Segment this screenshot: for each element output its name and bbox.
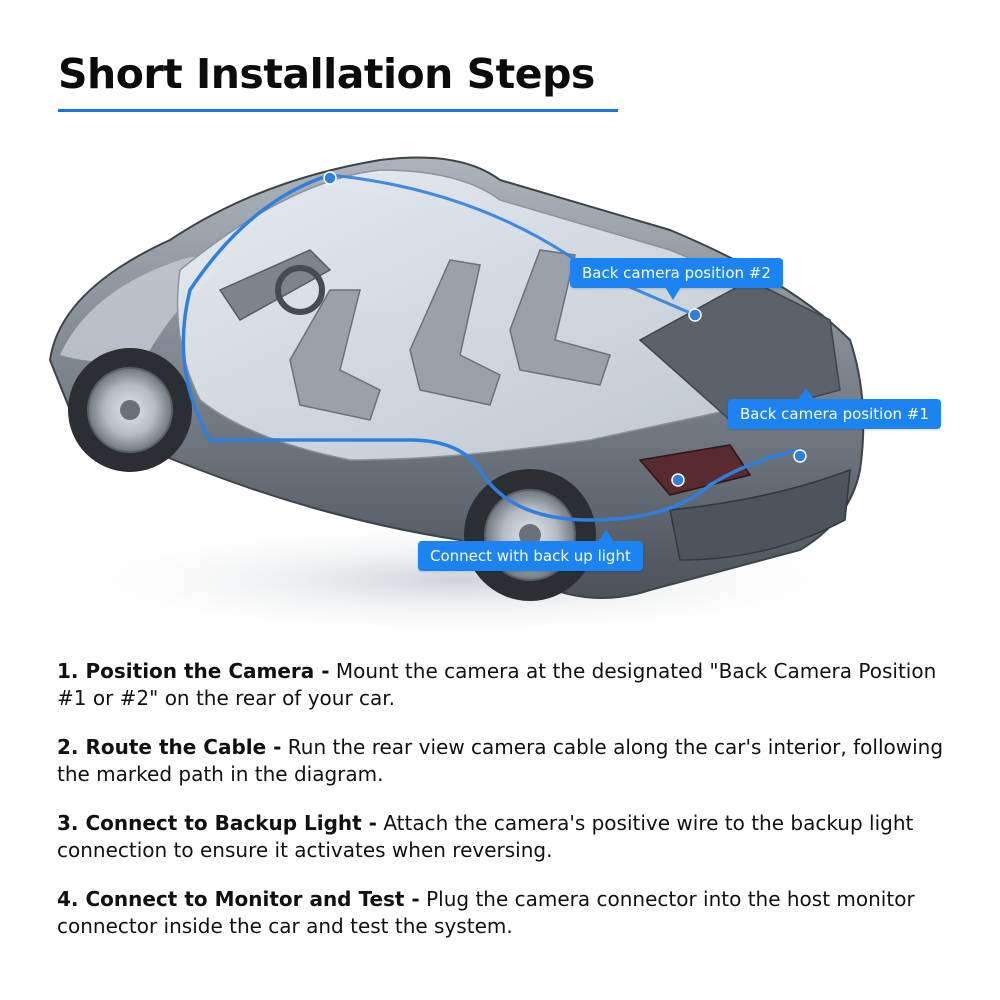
step-1: 1. Position the Camera - Mount the camer…	[57, 658, 957, 712]
callout-back-camera-position-1: Back camera position #1	[728, 388, 941, 429]
interior-seats	[289, 249, 611, 421]
front-wheel	[68, 348, 192, 472]
camera-position-1-dot	[793, 449, 807, 463]
title-underline	[58, 109, 618, 112]
rear-wheel	[464, 469, 596, 601]
step-heading: 1. Position the Camera -	[57, 659, 330, 683]
callout-backup-light: Connect with back up light	[418, 530, 643, 571]
installation-steps: 1. Position the Camera - Mount the camer…	[57, 658, 957, 962]
step-heading: 2. Route the Cable -	[57, 735, 282, 759]
cable-route	[181, 173, 801, 522]
camera-position-2-dot	[688, 308, 702, 322]
tail-light	[638, 444, 752, 496]
callout-back-camera-position-2: Back camera position #2	[570, 258, 783, 300]
monitor-connection-dot	[323, 171, 337, 185]
step-text: Run the rear view camera cable along the…	[57, 735, 944, 786]
dashboard	[218, 249, 332, 321]
step-heading: 4. Connect to Monitor and Test -	[57, 887, 420, 911]
rear-bumper	[669, 468, 851, 561]
step-text: Mount the camera at the designated "Back…	[57, 659, 937, 710]
step-text: Attach the camera's positive wire to the…	[57, 811, 914, 862]
step-4: 4. Connect to Monitor and Test - Plug th…	[57, 886, 957, 940]
backup-light-dot	[671, 473, 685, 487]
page-title: Short Installation Steps	[58, 50, 595, 98]
step-heading: 3. Connect to Backup Light -	[57, 811, 377, 835]
step-text: Plug the camera connector into the host …	[57, 887, 915, 938]
step-2: 2. Route the Cable - Run the rear view c…	[57, 734, 957, 788]
cable-route-roof	[329, 173, 696, 317]
step-3: 3. Connect to Backup Light - Attach the …	[57, 810, 957, 864]
